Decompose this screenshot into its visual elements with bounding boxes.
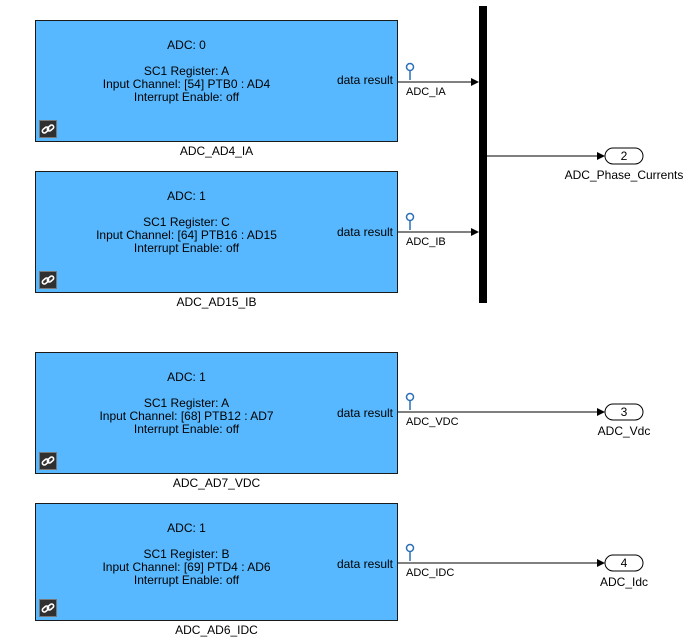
adc-number: ADC: 0	[167, 38, 206, 52]
output-port-label: data result	[336, 225, 393, 239]
test-point-icon[interactable]	[405, 543, 415, 562]
adc-block-ad6-idc[interactable]: ADC: 1 SC1 Register: B Input Channel: [6…	[35, 503, 398, 621]
adc-number: ADC: 1	[167, 521, 206, 535]
block-config-text: ADC: 1 SC1 Register: C Input Channel: [6…	[36, 190, 337, 255]
input-channel: Input Channel: [64] PTB16 : AD15	[96, 228, 277, 242]
block-name[interactable]: ADC_AD15_IB	[176, 295, 257, 309]
block-name[interactable]: ADC_AD6_IDC	[175, 623, 258, 637]
outport-name[interactable]: ADC_Vdc	[597, 424, 651, 438]
adc-number: ADC: 1	[167, 370, 206, 384]
block-config-text: ADC: 0 SC1 Register: A Input Channel: [5…	[36, 39, 337, 104]
adc-number: ADC: 1	[167, 189, 206, 203]
test-point-icon[interactable]	[405, 392, 415, 411]
mux-bar[interactable]	[479, 6, 487, 303]
sc1-register: SC1 Register: B	[143, 547, 230, 561]
output-port-label: data result	[336, 557, 393, 571]
library-link-icon[interactable]	[39, 120, 57, 138]
outport-number: 4	[621, 556, 628, 570]
outport-number: 2	[621, 149, 628, 163]
output-port-label: data result	[336, 406, 393, 420]
outport-4[interactable]	[604, 554, 644, 572]
library-link-icon[interactable]	[39, 599, 57, 617]
interrupt-enable: Interrupt Enable: off	[133, 241, 240, 255]
input-channel: Input Channel: [68] PTB12 : AD7	[99, 409, 274, 423]
input-channel: Input Channel: [69] PTD4 : AD6	[102, 560, 271, 574]
interrupt-enable: Interrupt Enable: off	[133, 422, 240, 436]
outport-3[interactable]	[604, 403, 644, 421]
signal-label[interactable]: ADC_IDC	[406, 567, 455, 579]
outport-number: 3	[621, 405, 628, 419]
block-config-text: ADC: 1 SC1 Register: A Input Channel: [6…	[36, 371, 337, 436]
library-link-icon[interactable]	[39, 452, 57, 470]
test-point-icon[interactable]	[405, 212, 415, 231]
adc-block-ad15-ib[interactable]: ADC: 1 SC1 Register: C Input Channel: [6…	[35, 171, 398, 293]
block-config-text: ADC: 1 SC1 Register: B Input Channel: [6…	[36, 522, 337, 587]
sc1-register: SC1 Register: A	[143, 396, 230, 410]
signal-label[interactable]: ADC_VDC	[406, 416, 459, 428]
adc-block-ad7-vdc[interactable]: ADC: 1 SC1 Register: A Input Channel: [6…	[35, 352, 398, 474]
outport-name[interactable]: ADC_Phase_Currents	[564, 168, 684, 182]
adc-block-ad4-ia[interactable]: ADC: 0 SC1 Register: A Input Channel: [5…	[35, 20, 398, 142]
signal-label[interactable]: ADC_IB	[406, 236, 446, 248]
interrupt-enable: Interrupt Enable: off	[133, 573, 240, 587]
block-name[interactable]: ADC_AD7_VDC	[172, 476, 261, 490]
outport-2[interactable]	[604, 147, 644, 165]
input-channel: Input Channel: [54] PTB0 : AD4	[102, 77, 271, 91]
interrupt-enable: Interrupt Enable: off	[133, 90, 240, 104]
outport-name[interactable]: ADC_Idc	[599, 575, 649, 589]
block-name[interactable]: ADC_AD4_IA	[179, 144, 254, 158]
test-point-icon[interactable]	[405, 62, 415, 81]
sc1-register: SC1 Register: A	[143, 64, 230, 78]
library-link-icon[interactable]	[39, 271, 57, 289]
signal-label[interactable]: ADC_IA	[406, 86, 446, 98]
output-port-label: data result	[336, 73, 393, 87]
sc1-register: SC1 Register: C	[143, 215, 230, 229]
